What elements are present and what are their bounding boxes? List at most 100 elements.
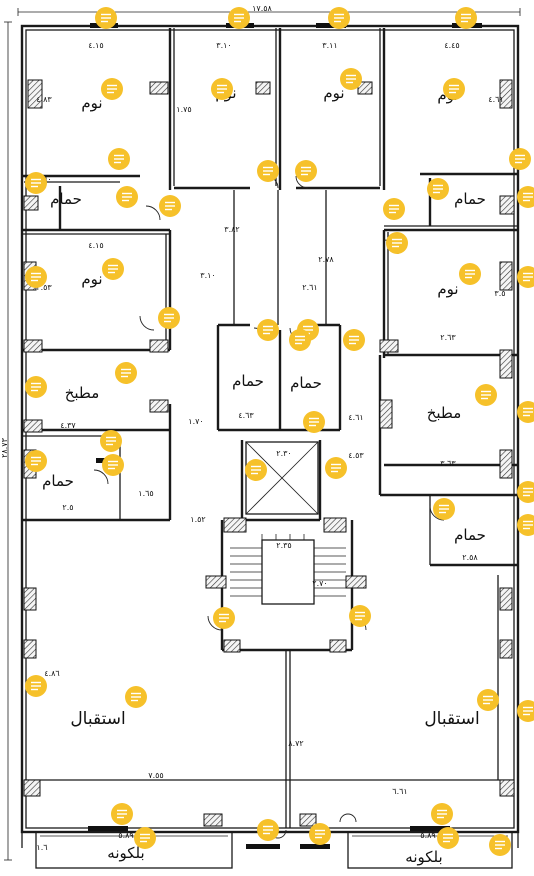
windows [88, 23, 482, 849]
note-icon[interactable] [430, 802, 454, 826]
stair [230, 534, 346, 605]
dim-label: ٤.٣٧ [60, 421, 76, 430]
note-icon[interactable] [124, 685, 148, 709]
note-icon[interactable] [256, 159, 280, 183]
note-icon[interactable] [474, 383, 498, 407]
note-icon[interactable] [99, 429, 123, 453]
room-label-bath-r2: حمام [454, 526, 486, 544]
room-label-kitchen-l: مطبخ [65, 384, 100, 402]
note-icon[interactable] [212, 606, 236, 630]
overall-height-label: ٢٨.٧٣ [0, 437, 9, 457]
note-icon[interactable] [107, 147, 131, 171]
note-icon[interactable] [342, 328, 366, 352]
room-label-bed-ml: نوم [81, 270, 102, 288]
balconies [35, 831, 513, 869]
room-label-balcony-l: بلكونه [107, 844, 144, 862]
note-icon[interactable] [516, 400, 534, 424]
room-label-living-l: استقبال [70, 709, 125, 729]
room-label-bed-mr: نوم [437, 280, 458, 298]
note-icon[interactable] [24, 449, 48, 473]
dim-label: ٣.٦٣ [440, 459, 456, 468]
dim-label: ١.٧٥ [176, 105, 191, 114]
note-icon[interactable] [308, 822, 332, 846]
note-icon[interactable] [24, 265, 48, 289]
note-icon[interactable] [158, 194, 182, 218]
note-icon[interactable] [157, 306, 181, 330]
dim-label: ٥.٨٩ [118, 831, 133, 840]
note-icon[interactable] [244, 458, 268, 482]
note-icon[interactable] [294, 159, 318, 183]
note-icon[interactable] [436, 826, 460, 850]
note-icon[interactable] [256, 318, 280, 342]
note-icon[interactable] [327, 6, 351, 30]
dim-label: ٢.٧٠ [312, 579, 327, 588]
note-icon[interactable] [256, 818, 280, 842]
note-icon[interactable] [114, 361, 138, 385]
dimension-labels: ٤.١٥ ٣.١٠ ٣.١١ ٤.٤٥ ٤.٨٣ ٤.٦١ ١.٧٥ ١.٦٠ … [36, 41, 505, 852]
note-icon[interactable] [508, 147, 532, 171]
note-icon[interactable] [348, 604, 372, 628]
note-icon[interactable] [324, 456, 348, 480]
note-icon[interactable] [100, 77, 124, 101]
dim-label: ٢.٥٨ [462, 553, 478, 562]
dim-label: ١.٧٠ [188, 417, 203, 426]
room-label-bath-c2: حمام [290, 374, 322, 392]
note-icon[interactable] [488, 833, 512, 857]
dim-label: ٣.١١ [322, 41, 337, 50]
note-icon[interactable] [110, 802, 134, 826]
note-icon[interactable] [426, 177, 450, 201]
room-label-bath-r1: حمام [454, 190, 486, 208]
room-label-balcony-r: بلكونه [405, 848, 442, 866]
room-label-bath-l1: حمام [50, 190, 82, 208]
overall-dimensions: ١٧.٥٨ ٢٨.٧٣ [0, 4, 521, 861]
dim-label: ٨.٧٢ [288, 739, 303, 748]
note-icon[interactable] [24, 375, 48, 399]
note-icon[interactable] [516, 265, 534, 289]
dim-label: ٣.٨٢ [224, 225, 239, 234]
note-icon[interactable] [101, 453, 125, 477]
dim-label: ٢.٧٨ [318, 255, 334, 264]
dim-label: ٤.٦١ [348, 413, 363, 422]
note-icon[interactable] [432, 497, 456, 521]
note-icon[interactable] [24, 674, 48, 698]
dim-label: ٣.١٠ [200, 271, 215, 280]
note-icon[interactable] [288, 328, 312, 352]
room-label-bath-l2: حمام [42, 472, 74, 490]
overall-width-label: ١٧.٥٨ [252, 4, 272, 13]
note-icon[interactable] [516, 513, 534, 537]
doors [93, 175, 445, 839]
note-icon[interactable] [516, 699, 534, 723]
dim-label: ١.٦٥ [138, 489, 153, 498]
dim-label: ٤.١٥ [88, 41, 103, 50]
note-icon[interactable] [24, 171, 48, 195]
note-icon[interactable] [227, 6, 251, 30]
note-icon[interactable] [476, 688, 500, 712]
dim-label: ٧.٥٥ [148, 771, 163, 780]
note-icon[interactable] [302, 410, 326, 434]
room-labels: نوم نوم نوم نوم حمام حمام نوم نوم حمام ح… [42, 84, 486, 866]
note-icon[interactable] [94, 6, 118, 30]
note-icon[interactable] [516, 480, 534, 504]
room-label-living-r: استقبال [424, 709, 479, 729]
dim-label: ٢.٥٣ [36, 283, 52, 292]
dim-label: ٥.٨٩ [420, 831, 435, 840]
note-icon[interactable] [115, 185, 139, 209]
note-icon[interactable] [458, 262, 482, 286]
note-icon[interactable] [454, 6, 478, 30]
note-icon[interactable] [101, 257, 125, 281]
room-label-bed-tl: نوم [81, 94, 102, 112]
note-icon[interactable] [442, 77, 466, 101]
dim-label: ٢.٣٥ [276, 541, 291, 550]
note-icon[interactable] [339, 67, 363, 91]
note-icon[interactable] [133, 826, 157, 850]
dim-label: ٦.٦١ [392, 787, 407, 796]
note-icon[interactable] [516, 185, 534, 209]
note-icon[interactable] [385, 231, 409, 255]
dim-label: ٤.٨٣ [36, 95, 52, 104]
note-icon[interactable] [210, 77, 234, 101]
dim-label: ٤.٦١ [488, 95, 503, 104]
note-icon[interactable] [382, 197, 406, 221]
dim-label: ٢.٦٣ [440, 333, 456, 342]
dim-label: ٢.٥ [62, 503, 73, 512]
